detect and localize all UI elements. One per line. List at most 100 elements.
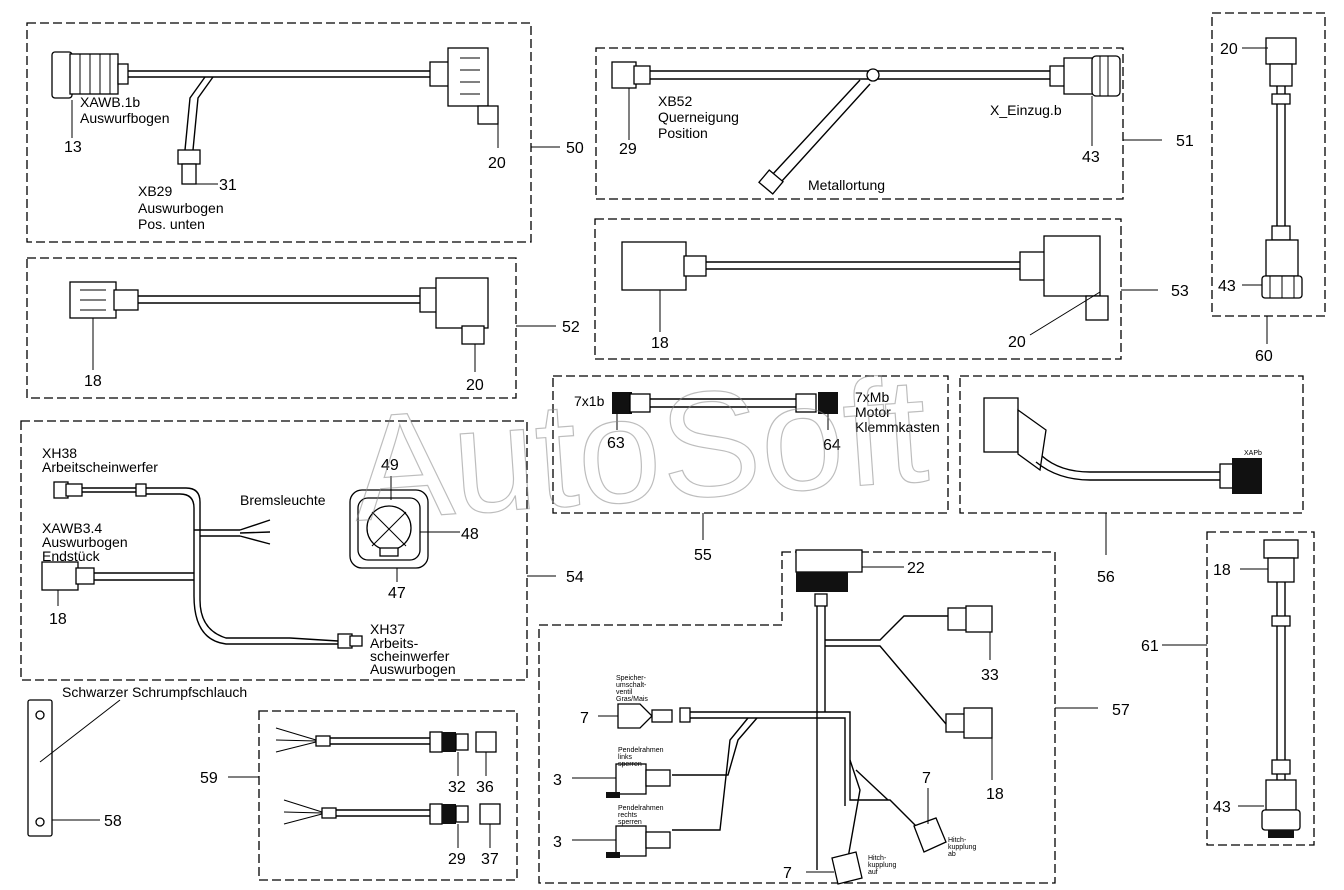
label-xawb1b: XAWB.1b — [80, 94, 140, 110]
callout-43-c: 43 — [1213, 799, 1231, 816]
svg-text:links: links — [618, 754, 633, 761]
callout-7-b: 7 — [783, 865, 792, 882]
connector-32 — [429, 731, 469, 753]
callout-18-b: 18 — [651, 335, 669, 352]
group-53-frame — [594, 218, 1122, 360]
callout-36: 36 — [476, 779, 494, 796]
callout-20-c: 20 — [1008, 334, 1026, 351]
round-connector-xapb — [1219, 458, 1262, 494]
callout-7-c: 7 — [922, 770, 931, 787]
connector-29 — [611, 61, 651, 89]
label-bremsleuchte: Bremsleuchte — [240, 492, 326, 508]
callout-29: 29 — [619, 141, 637, 158]
label-hitch-auf: Hitch- kupplung auf — [868, 855, 897, 876]
harness-group-61: 18 43 61 — [1141, 531, 1315, 846]
callout-29-b: 29 — [448, 851, 466, 868]
group-55-frame — [552, 375, 949, 514]
label-xh38: XH38 — [42, 445, 77, 461]
callout-55: 55 — [694, 547, 712, 564]
brake-light-lamp — [349, 489, 429, 569]
connector-37 — [479, 803, 501, 825]
connector-7-hitch-ab — [913, 817, 947, 853]
connector-18-d — [945, 707, 993, 739]
group-50-frame — [26, 22, 532, 243]
connector-63 — [612, 392, 651, 414]
svg-text:Hitch-: Hitch- — [948, 837, 967, 844]
callout-43: 43 — [1082, 149, 1100, 166]
callout-33: 33 — [981, 667, 999, 684]
round-connector-43-a — [1049, 55, 1121, 97]
callout-32: 32 — [448, 779, 466, 796]
harness-group-52: 18 20 52 — [26, 257, 580, 399]
label-endstuck: Endstück — [42, 548, 101, 564]
svg-text:umschalt-: umschalt- — [616, 682, 647, 689]
label-pendelrahmen-links: Pendelrahmen links sperren — [618, 747, 664, 768]
callout-18-d: 18 — [986, 786, 1004, 803]
label-xh37: XH37 — [370, 621, 405, 637]
connector-xh38 — [53, 481, 83, 499]
group-52-frame — [26, 257, 517, 399]
sensor-connector-31 — [177, 149, 201, 185]
callout-20-d: 20 — [1220, 41, 1238, 58]
label-x-einzug: X_Einzug.b — [990, 102, 1062, 118]
connector-64 — [795, 392, 838, 414]
svg-text:Hitch-: Hitch- — [868, 855, 887, 862]
connector-20-top — [1265, 37, 1297, 87]
label-querneigung: Querneigung — [658, 109, 739, 125]
label-speicherventil: Speicher- umschalt- ventil Gras/Mais — [616, 675, 648, 703]
svg-text:Pendelrahmen: Pendelrahmen — [618, 805, 664, 812]
callout-3-b: 3 — [553, 834, 562, 851]
svg-text:sperren: sperren — [618, 819, 642, 826]
label-xapb: XAPb — [1244, 450, 1262, 457]
label-7xmb: 7xMb — [855, 389, 889, 405]
svg-text:kupplung: kupplung — [868, 862, 897, 869]
callout-18-c: 18 — [49, 611, 67, 628]
group-56-frame — [959, 375, 1304, 514]
harness-group-50: XAWB.1b Auswurfbogen 13 20 50 31 XB29 Au… — [26, 22, 584, 243]
callout-20-b: 20 — [466, 377, 484, 394]
round-connector-43-b — [1261, 239, 1303, 299]
callout-63: 63 — [607, 435, 625, 452]
label-arbeits: Arbeits- — [370, 635, 419, 651]
group-59-frame — [258, 710, 518, 881]
label-xawb34: XAWB3.4 — [42, 520, 102, 536]
callout-7-a: 7 — [580, 710, 589, 727]
svg-text:kupplung: kupplung — [948, 844, 977, 851]
angled-connector-56 — [983, 397, 1047, 472]
label-scheinwerfer: scheinwerfer — [370, 648, 450, 664]
plug-connector-20-a — [429, 47, 499, 125]
callout-59: 59 — [200, 770, 218, 787]
callout-52: 52 — [562, 319, 580, 336]
harness-group-54: XH38 Arbeitscheinwerfer Bremsleuchte XAW… — [20, 420, 584, 681]
watermark: AutoSoft — [347, 345, 933, 553]
callout-60: 60 — [1255, 348, 1273, 365]
harness-group-56: XAPb 56 — [959, 375, 1304, 586]
callout-18-e: 18 — [1213, 562, 1231, 579]
callout-61: 61 — [1141, 638, 1159, 655]
callout-31: 31 — [219, 177, 237, 194]
svg-text:ventil: ventil — [616, 689, 633, 696]
plug-connector-20-b — [419, 277, 489, 345]
callout-48: 48 — [461, 526, 479, 543]
connector-3-rechts — [606, 825, 671, 858]
callout-47: 47 — [388, 585, 406, 602]
svg-text:auf: auf — [868, 869, 878, 876]
callout-43-b: 43 — [1218, 278, 1236, 295]
label-arbeitscheinwerfer: Arbeitscheinwerfer — [42, 459, 158, 475]
group-60-frame — [1211, 12, 1326, 317]
connector-18-b — [621, 241, 707, 291]
label-pendelrahmen-rechts: Pendelrahmen rechts sperren — [618, 805, 664, 826]
callout-18-a: 18 — [84, 373, 102, 390]
connector-22 — [795, 549, 863, 592]
callout-58: 58 — [104, 813, 122, 830]
connector-33 — [947, 605, 993, 633]
label-schrumpfschlauch: Schwarzer Schrumpfschlauch — [62, 684, 247, 700]
callout-3-a: 3 — [553, 772, 562, 789]
harness-group-57: Speicher- umschalt- ventil Gras/Mais Pen… — [538, 549, 1130, 885]
shrink-tube-58 — [27, 699, 53, 837]
group-61-frame — [1206, 531, 1315, 846]
callout-53: 53 — [1171, 283, 1189, 300]
callout-13: 13 — [64, 139, 82, 156]
callout-51: 51 — [1176, 133, 1194, 150]
